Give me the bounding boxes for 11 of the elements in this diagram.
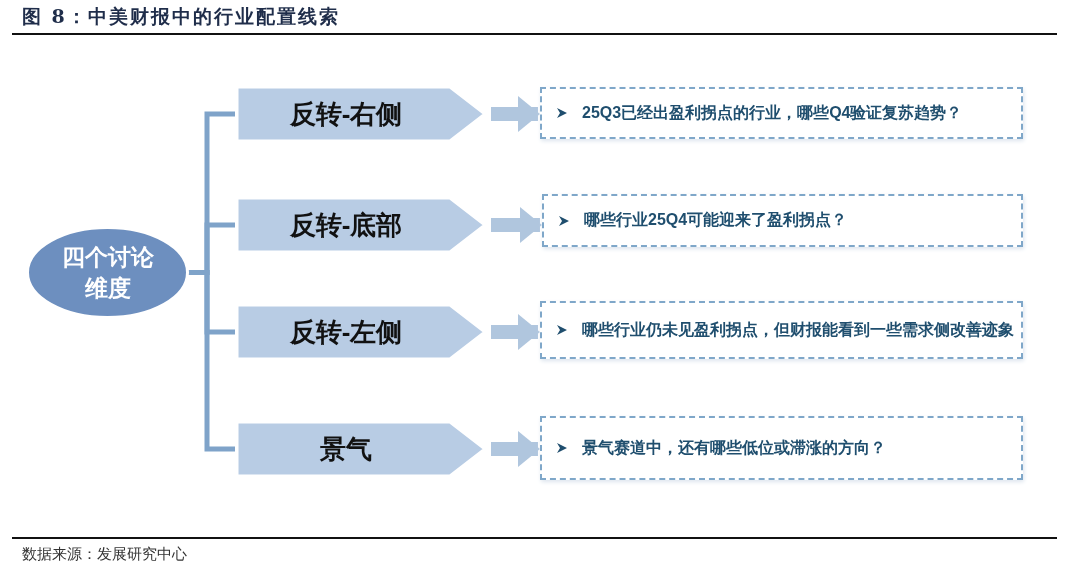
figure-title: 图 8：中美财报中的行业配置线索 [22, 4, 340, 29]
question-box: 25Q3已经出盈利拐点的行业，哪些Q4验证复苏趋势？ [540, 87, 1023, 139]
block-arrow [491, 314, 540, 350]
block-arrow [491, 431, 540, 467]
block-arrow [491, 207, 542, 243]
bracket-line [187, 270, 235, 452]
question-box: 景气赛道中，还有哪些低位或滞涨的方向？ [540, 416, 1023, 480]
block-arrow [491, 96, 540, 132]
question-box: 哪些行业仍未见盈利拐点，但财报能看到一些需求侧改善迹象 [540, 301, 1023, 359]
question-box: 哪些行业25Q4可能迎来了盈利拐点？ [542, 194, 1023, 247]
source-note: 数据来源：发展研究中心 [22, 545, 187, 564]
